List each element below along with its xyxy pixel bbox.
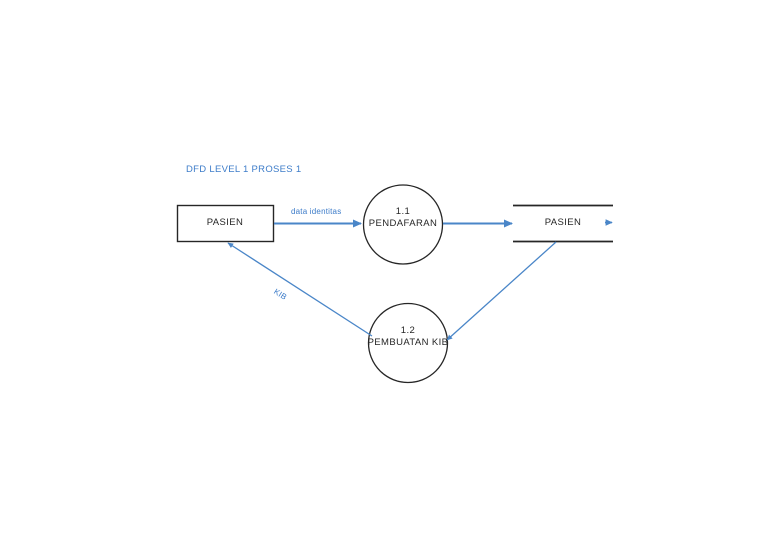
process-1-1-shape[interactable] [362, 184, 444, 265]
flow-store-to-pembuatan-kib-line[interactable] [446, 241, 557, 341]
flow-data-identitas-label: data identitas [291, 207, 342, 216]
page-title: DFD LEVEL 1 PROSES 1 [186, 164, 302, 175]
process-1-2-shape[interactable] [367, 302, 449, 384]
flow-kib-line[interactable] [227, 242, 373, 337]
external-entity-pasien-shape[interactable] [176, 204, 275, 243]
